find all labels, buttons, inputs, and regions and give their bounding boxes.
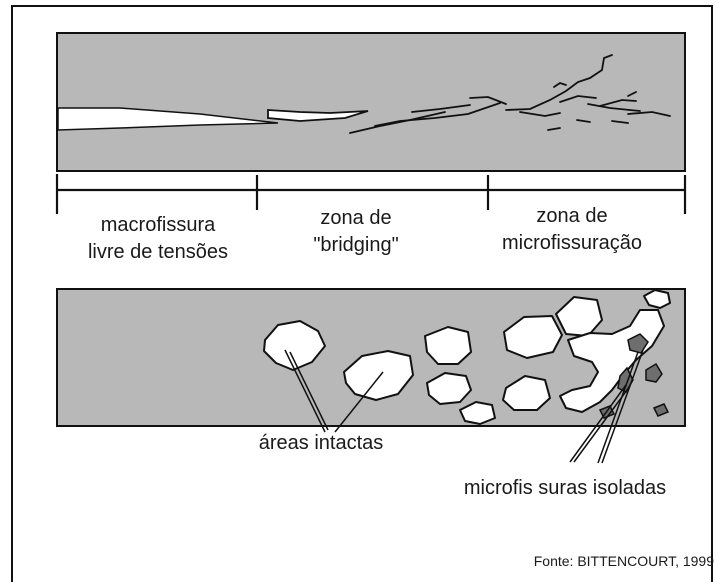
zone-2-line-2: "bridging" <box>313 234 398 256</box>
microcrack-zone <box>505 54 671 131</box>
zone-3-line-1: zona de <box>536 205 607 227</box>
isolated-microcracks-label: microfis suras isoladas <box>464 477 666 499</box>
aggregate-panel <box>56 288 686 427</box>
intact-areas-label: áreas intactas <box>259 432 384 454</box>
zone-2-line-1: zona de <box>320 207 391 229</box>
zone-ruler <box>55 174 687 214</box>
intact-area-leaders <box>284 349 384 433</box>
zone-3-line-2: microfissuração <box>502 232 642 254</box>
zone-1-line-1: macrofissura <box>101 214 216 236</box>
outer-frame <box>11 5 713 582</box>
bridging-cracks <box>267 96 507 134</box>
crack-profile-panel <box>56 32 686 172</box>
zone-1-line-2: livre de tensões <box>88 241 228 263</box>
source-caption: Fonte: BITTENCOURT, 1999 <box>534 553 714 569</box>
macrocrack <box>57 107 279 131</box>
microcrack-leaders <box>569 349 644 464</box>
crack-profile-background <box>56 32 686 172</box>
